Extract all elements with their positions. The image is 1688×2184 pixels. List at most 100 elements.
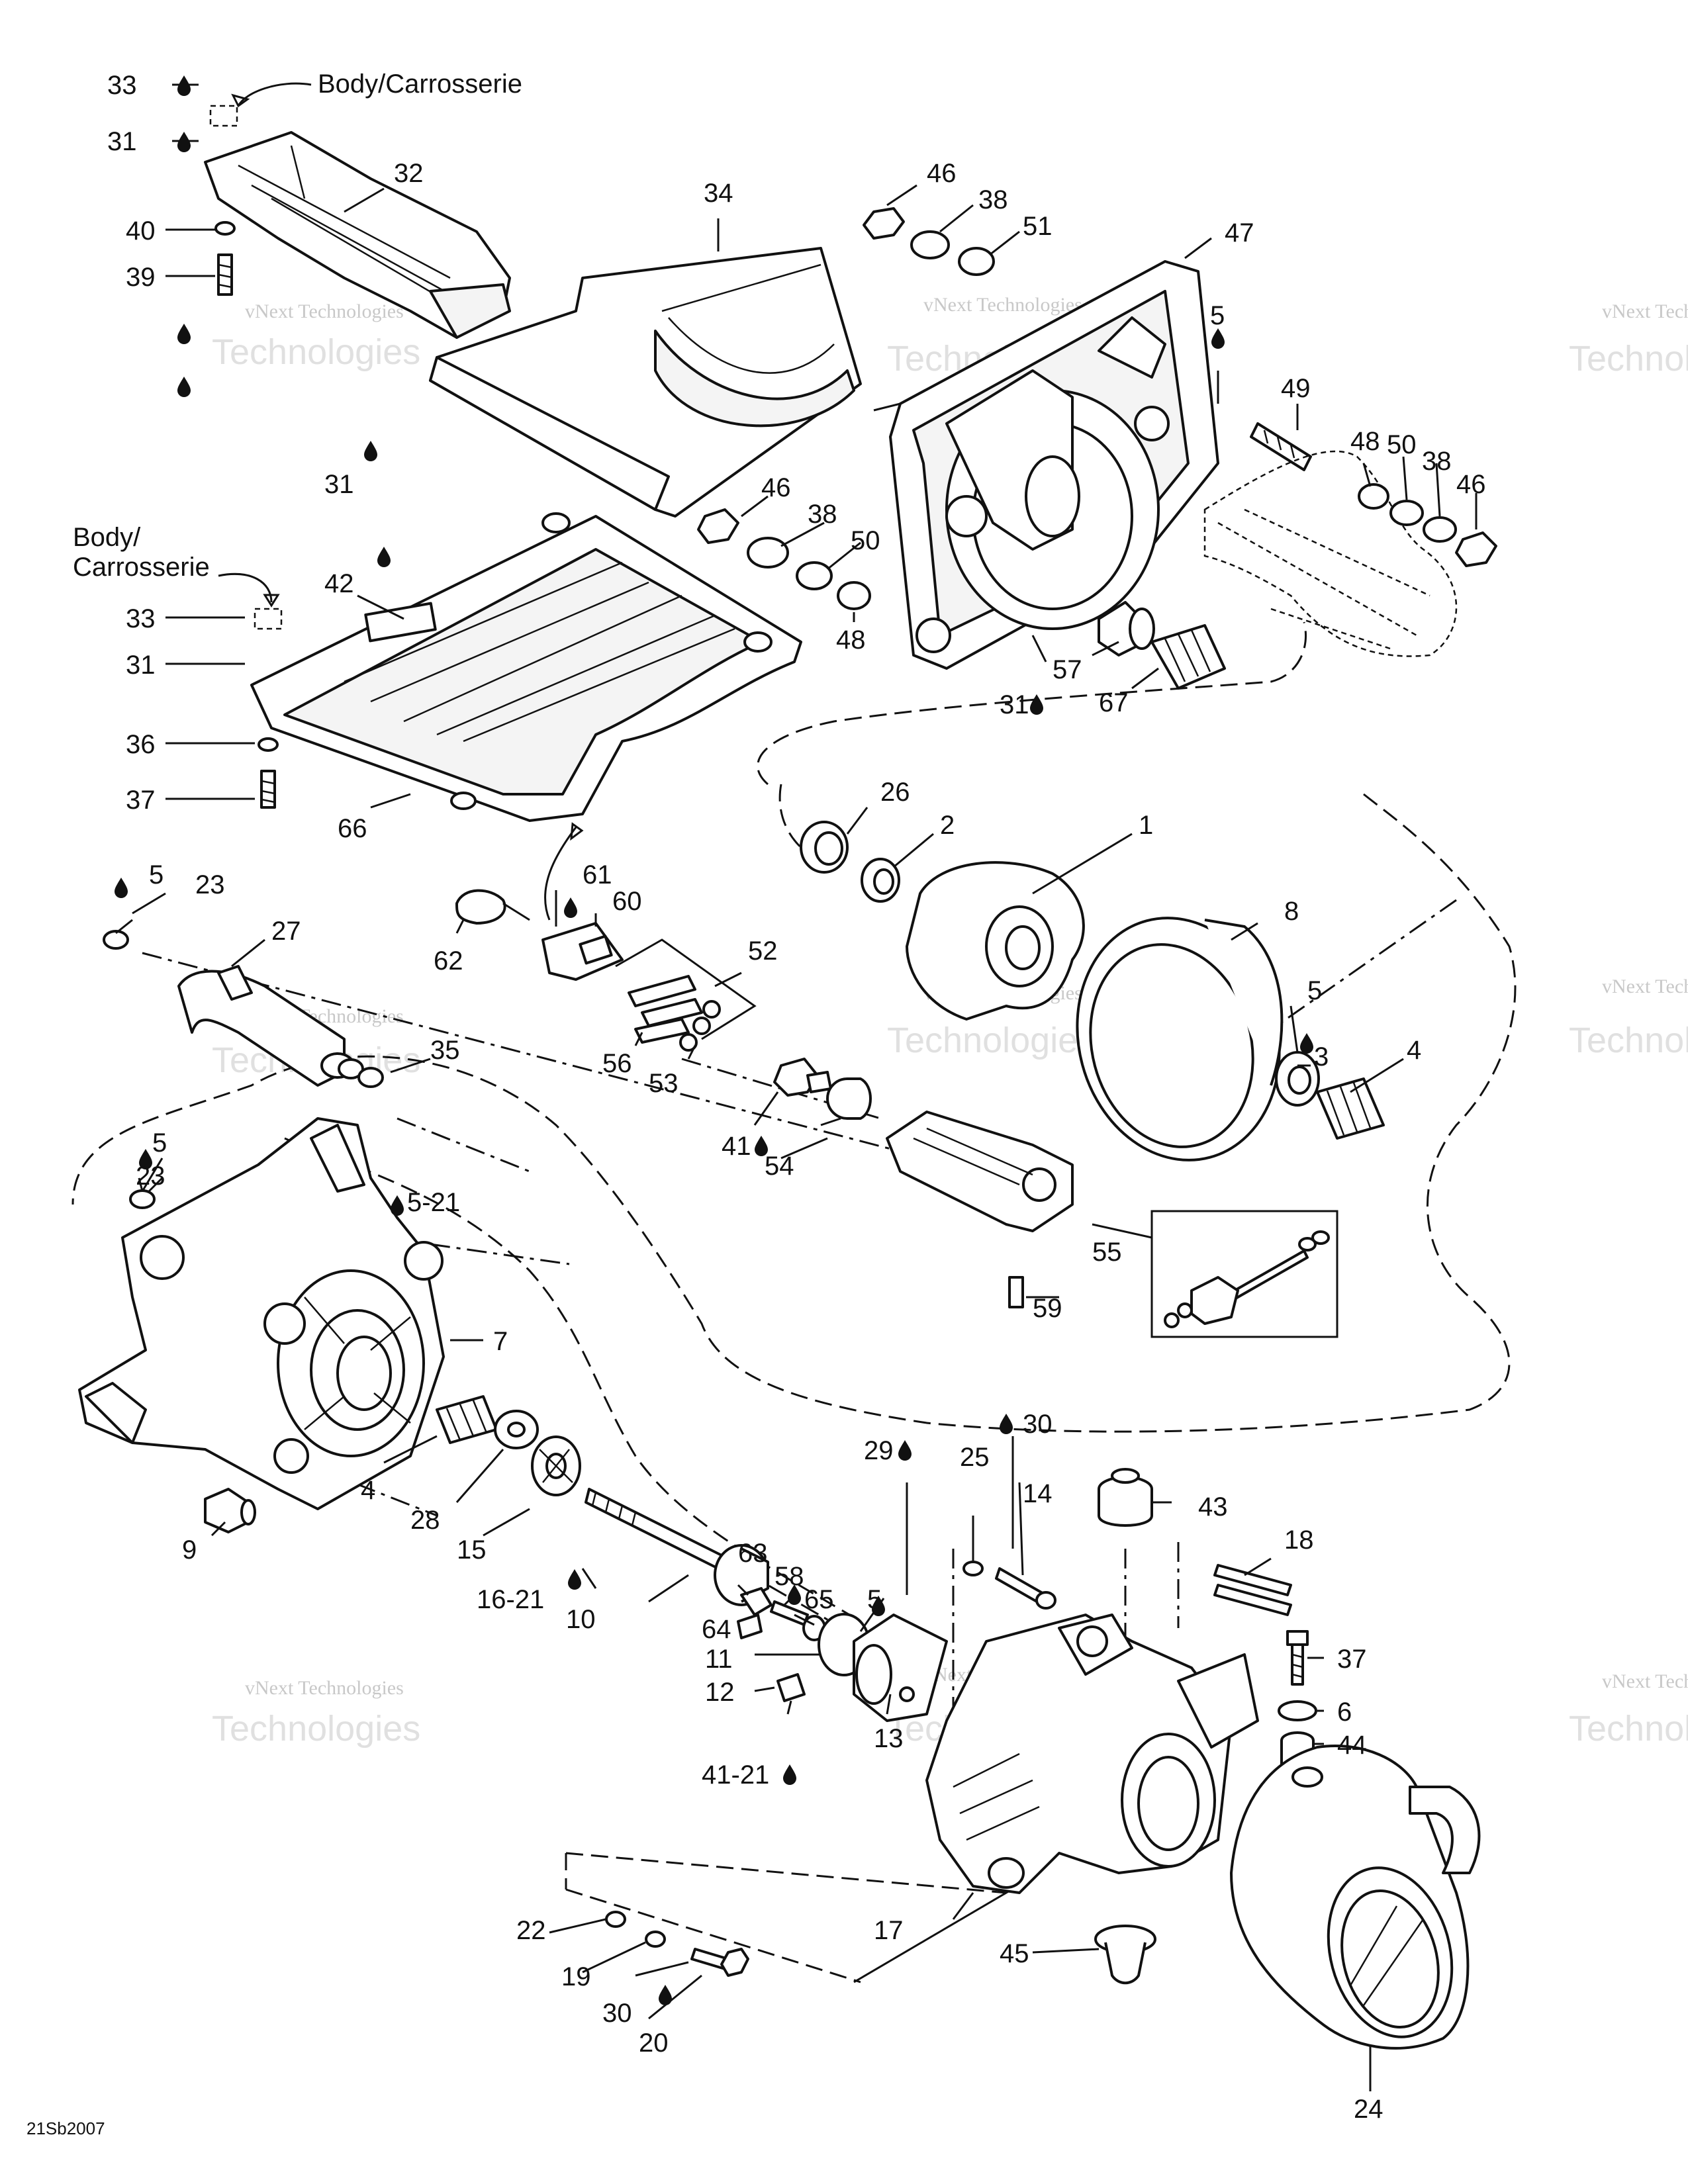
part-22-washer (605, 1911, 626, 1928)
part-15-thrust-washer (531, 1435, 581, 1496)
watermark: vNext Technologies (1602, 300, 1688, 322)
callout-25: 25 (960, 1443, 990, 1472)
callout-11: 11 (705, 1645, 733, 1674)
lubricant-drop-icon (1030, 694, 1043, 715)
part-27-bracket (177, 965, 355, 1087)
hardware-stack-right (1358, 483, 1497, 567)
part-17-nozzle-housing (925, 1614, 1259, 1894)
part-8-wear-ring (1076, 917, 1284, 1161)
wire-route (544, 827, 577, 921)
callout-43: 43 (1198, 1492, 1228, 1522)
watermark: Technologies (1569, 1021, 1688, 1060)
part-32-support-bracket (204, 131, 511, 339)
part-34-intake-grate (429, 247, 862, 518)
callout-9: 9 (182, 1535, 197, 1565)
callout-4: 4 (1407, 1036, 1421, 1065)
callout-36: 36 (126, 730, 156, 759)
callout-19: 19 (561, 1962, 591, 1991)
callout-29: 29 (864, 1436, 894, 1465)
part-45-grommet (1094, 1925, 1156, 1985)
callout-28: 28 (410, 1506, 440, 1535)
lubricant-drop-icon (177, 132, 191, 152)
callout-67: 67 (1099, 688, 1129, 717)
callout-3: 3 (1314, 1042, 1329, 1071)
callout-41: 41 (722, 1132, 751, 1161)
lubricant-drop-icon (898, 1440, 912, 1461)
lubricant-drop-icon (1300, 1033, 1313, 1054)
part-24-nozzle (1230, 1745, 1481, 2050)
part-48-washer (837, 581, 871, 610)
callout-40: 40 (126, 216, 156, 246)
callout-64: 64 (702, 1615, 731, 1644)
body-reference-top: Body/Carrosserie (209, 69, 522, 127)
part-38-washer (910, 230, 950, 259)
callout-35: 35 (430, 1036, 460, 1065)
callout-60: 60 (612, 887, 642, 916)
callout-31: 31 (107, 127, 137, 156)
part-9-plug (204, 1488, 256, 1533)
callout-5: 5 (149, 860, 164, 889)
callout-31: 31 (126, 651, 156, 680)
part-52-terminal-kit (615, 938, 757, 1052)
callout-52: 52 (748, 936, 778, 966)
callout-61: 61 (583, 860, 612, 889)
watermark: vNext Technologies (245, 1677, 404, 1699)
part-40-washer (214, 221, 236, 236)
part-46-nut (697, 508, 739, 544)
part-41-fitting (773, 1058, 832, 1097)
callout-31: 31 (324, 470, 354, 499)
callout-14: 14 (1023, 1479, 1053, 1508)
callout-53: 53 (649, 1069, 679, 1098)
part-25-washer (962, 1561, 984, 1576)
watermark: vNext Technologies (1602, 976, 1688, 997)
part-64-insert (737, 1614, 763, 1639)
callout-48: 48 (1350, 427, 1380, 456)
part-14-screw-head (1035, 1591, 1056, 1610)
watermark: Technologies (887, 1021, 1096, 1060)
part-37-screw (260, 770, 276, 809)
lubricant-drop-icon (377, 547, 391, 567)
callout-62: 62 (434, 946, 463, 976)
callout-24: 24 (1354, 2095, 1383, 2124)
part-51-washer (958, 247, 995, 276)
part-42-pad (364, 602, 437, 643)
callout-5: 5 (1307, 976, 1322, 1005)
lubricant-drop-icon (177, 75, 191, 96)
part-2-bushing (861, 858, 900, 903)
part-38-washer (1423, 516, 1457, 543)
part-50-washer (796, 561, 833, 590)
part-7-pump-housing (78, 1117, 445, 1510)
part-67-bushing (1150, 624, 1226, 690)
part-1-impeller-cover (906, 861, 1085, 1021)
part-23-washer (103, 930, 129, 950)
body-reference-label: Body/Carrosserie (318, 69, 522, 99)
callout-58: 58 (774, 1562, 804, 1591)
callout-41-21: 41-21 (702, 1760, 769, 1790)
callout-55: 55 (1092, 1238, 1122, 1267)
callout-13: 13 (874, 1724, 904, 1753)
callout-50: 50 (1387, 430, 1417, 459)
part-23-washer (129, 1189, 156, 1209)
part-18-pins (1213, 1564, 1292, 1616)
part-6-washer (1278, 1700, 1317, 1721)
lubricant-drop-icon (1211, 328, 1225, 349)
callout-22: 22 (516, 1916, 546, 1945)
part-66-ride-plate (250, 512, 802, 822)
callout-38: 38 (1422, 447, 1452, 476)
lubricant-drop-icon (659, 1985, 672, 2005)
callout-33: 33 (107, 71, 137, 100)
part-4-bearing-upper (1316, 1077, 1385, 1140)
watermark: Technologies (212, 332, 420, 372)
lubricant-drop-icon (783, 1764, 796, 1785)
part-20-bolt (690, 1948, 749, 1977)
lubricant-drop-icon (1000, 1414, 1013, 1434)
callout-37: 37 (126, 786, 156, 815)
callout-5: 5 (152, 1128, 167, 1158)
callout-44: 44 (1337, 1731, 1367, 1760)
inset-55-detail (1150, 1210, 1338, 1338)
callout-27: 27 (271, 917, 301, 946)
callout-10: 10 (566, 1605, 596, 1634)
callout-1: 1 (1139, 811, 1153, 840)
callout-23: 23 (136, 1161, 165, 1191)
